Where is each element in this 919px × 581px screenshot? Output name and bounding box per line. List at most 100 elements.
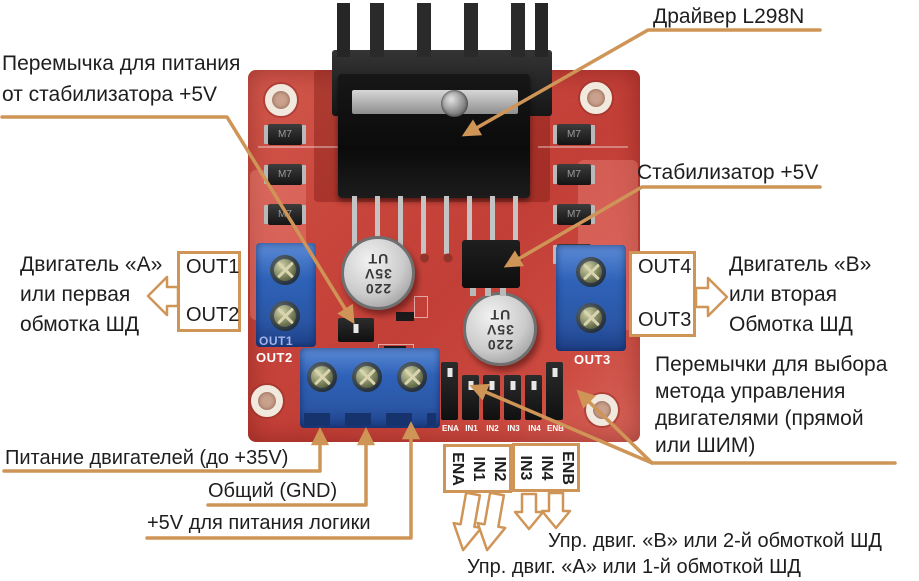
terminal-power <box>300 348 440 428</box>
capacitor: 220 35V UT <box>463 292 537 366</box>
jumper-slot <box>468 381 473 390</box>
chip-metal-clamp <box>352 90 518 114</box>
jumper-slot <box>552 368 557 377</box>
out1-out2-box: OUT1 OUT2 <box>177 251 241 332</box>
label-motor-a: Двигатель «А» или первая обмотка ШД <box>20 250 162 340</box>
capacitor-marking: 35V <box>364 265 392 282</box>
label-regulator: Стабилизатор +5V <box>637 161 819 184</box>
diode: M7 <box>552 122 596 147</box>
block-arrow-right-motor-b <box>694 276 729 318</box>
capacitor-marking: UT <box>489 306 511 323</box>
label-gnd: Общий (GND) <box>208 480 338 502</box>
silkscreen-in4: IN4 <box>528 424 541 433</box>
diode-marking: M7 <box>268 124 302 145</box>
smd-resistor <box>396 312 414 321</box>
silkscreen-enb: ENB <box>547 424 564 433</box>
terminal-screw <box>576 257 606 287</box>
pin-in2 <box>483 375 500 420</box>
pin-in4 <box>525 375 542 420</box>
terminal-screw <box>307 362 337 392</box>
label-5v-jumper-line2: от стабилизатора +5V <box>2 83 218 106</box>
block-arrow-down-in1 <box>476 491 507 552</box>
pcb-trace <box>538 146 628 148</box>
pin-label-in4: IN4 <box>538 455 555 480</box>
out3-label: OUT3 <box>638 309 692 331</box>
silkscreen-ena: ENA <box>442 424 459 433</box>
label-5v-jumper: Перемычка для питания от стабилизатора +… <box>2 48 240 110</box>
chip-screw <box>441 90 468 117</box>
pin-label-ena: ENA <box>448 451 466 486</box>
terminal-out3-out4 <box>556 245 626 351</box>
pin-label-in2: IN2 <box>490 456 508 481</box>
out1-label: OUT1 <box>186 256 240 278</box>
silkscreen-in2: IN2 <box>486 424 499 433</box>
pin-box-in3-in4-enb: IN3 IN4 ENB <box>512 443 580 492</box>
label-power: Питание двигателей (до +35V) <box>5 447 289 469</box>
capacitor-marking: 220 <box>486 336 514 353</box>
pin-box-ena-in1-in2: ENA IN1 IN2 <box>443 444 512 493</box>
label-mode-line1: Перемычки для выбора <box>655 353 888 376</box>
label-motor-a-line2: или первая <box>20 283 131 306</box>
heatsink-fins <box>337 3 548 57</box>
block-arrow-down-in3 <box>513 492 545 531</box>
label-ctrl-a: Упр. двиг. «А» или 1-й обмоткой ШД <box>467 556 801 578</box>
silkscreen-in3: IN3 <box>507 424 520 433</box>
silkscreen-out2: OUT2 <box>256 350 293 365</box>
diode-marking: M7 <box>268 204 302 225</box>
terminal-screw <box>270 255 300 285</box>
pin-label-in3: IN3 <box>517 455 535 480</box>
diode: M7 <box>263 122 307 147</box>
capacitor-marking: UT <box>367 250 389 267</box>
label-5v-jumper-line1: Перемычка для питания <box>2 52 241 75</box>
diode: M7 <box>552 162 596 187</box>
jumper-ena <box>441 362 458 420</box>
label-mode-line2: метода управления <box>655 380 846 403</box>
diode-marking: M7 <box>557 204 591 225</box>
label-logic: +5V для питания логики <box>147 512 371 534</box>
out4-out3-box: OUT4 OUT3 <box>629 251 696 337</box>
mounting-hole <box>251 385 283 417</box>
block-arrow-down-in4 <box>540 491 572 530</box>
jumper-slot <box>510 381 515 390</box>
terminal-screw <box>397 362 427 392</box>
power-select-jumper <box>338 318 374 342</box>
label-motor-b: Двигатель «В» или вторая Обмотка ШД <box>729 250 871 340</box>
terminal-out1-out2 <box>256 243 316 347</box>
pin-label-in1: IN1 <box>469 456 487 481</box>
terminal-slots <box>304 413 436 426</box>
capacitor-marking: 35V <box>486 321 514 338</box>
diode-marking: M7 <box>557 124 591 145</box>
label-motor-b-line2: или вторая <box>729 283 838 306</box>
diode-marking: M7 <box>557 164 591 185</box>
terminal-screw <box>352 362 382 392</box>
jumper-enb <box>546 362 563 420</box>
terminal-screw <box>576 303 606 333</box>
block-arrow-down-ena <box>452 491 483 552</box>
silkscreen-in1: IN1 <box>465 424 478 433</box>
out4-label: OUT4 <box>638 256 692 278</box>
terminal-screw <box>270 301 300 331</box>
mounting-hole <box>265 84 297 116</box>
silkscreen-box <box>414 296 428 318</box>
jumper-slot <box>489 381 494 390</box>
diode: M7 <box>263 162 307 187</box>
diode-marking: M7 <box>268 164 302 185</box>
label-motor-b-line3: Обмотка ШД <box>729 313 853 336</box>
mounting-hole <box>580 82 612 114</box>
label-ctrl-b: Упр. двиг. «В» или 2-й обмоткой ШД <box>548 530 882 552</box>
pin-label-enb: ENB <box>558 450 576 485</box>
label-motor-a-line3: обмотка ШД <box>20 313 140 336</box>
jumper-slot <box>353 324 359 333</box>
pin-in3 <box>504 375 521 420</box>
jumper-slot <box>447 368 452 377</box>
diode: M7 <box>263 202 307 227</box>
mounting-hole <box>586 394 618 426</box>
label-driver: Драйвер L298N <box>653 5 805 28</box>
label-mode-jumpers: Перемычки для выбора метода управления д… <box>655 351 887 459</box>
silkscreen-out3: OUT3 <box>574 352 611 367</box>
voltage-regulator-78m05 <box>462 240 520 296</box>
capacitor-marking: 220 <box>364 280 392 297</box>
label-mode-line4: или ШИМ) <box>655 434 756 457</box>
silkscreen-out1: OUT1 <box>259 334 294 348</box>
